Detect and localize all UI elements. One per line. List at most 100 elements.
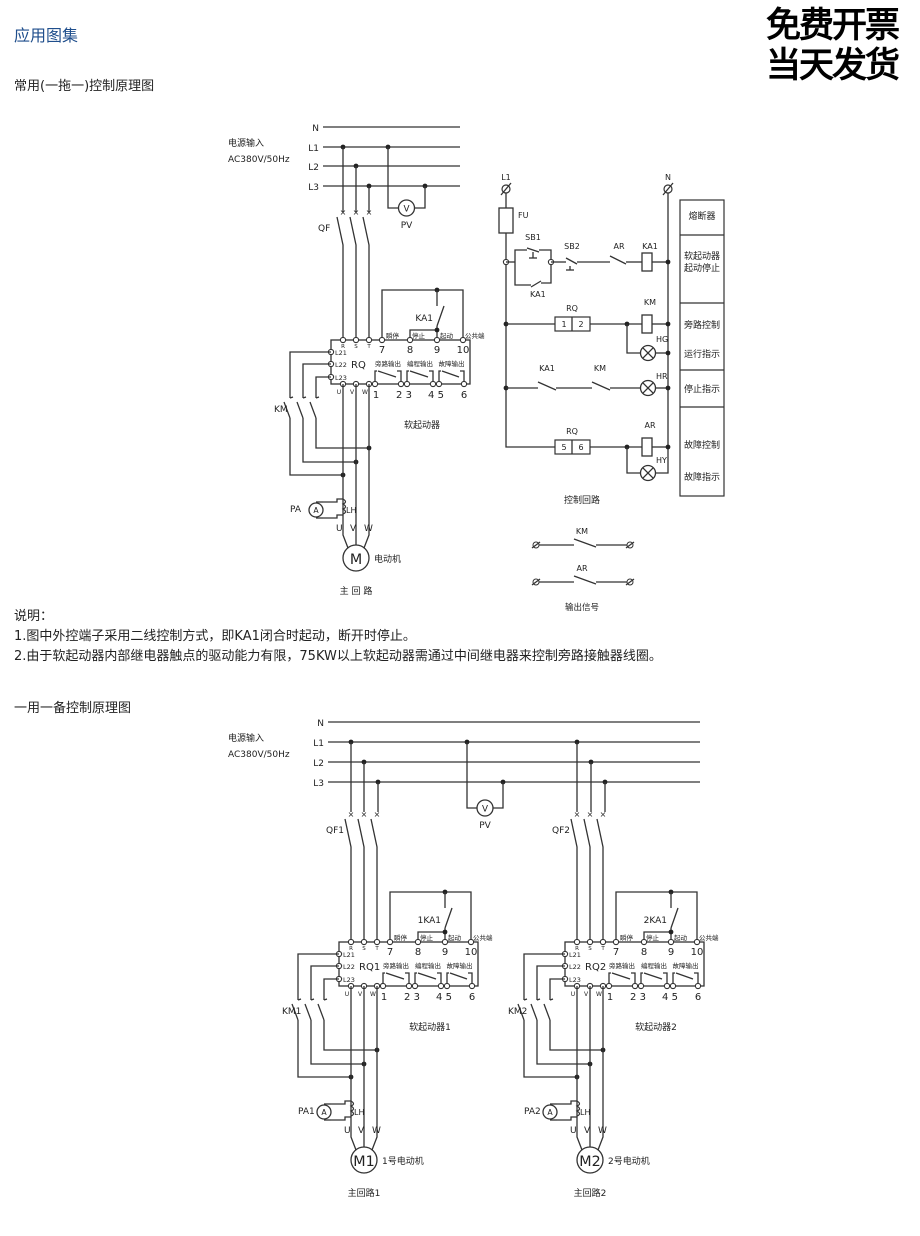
function-label: 停止	[420, 933, 434, 942]
current-transformer-icon	[341, 498, 347, 515]
junction-dot	[665, 321, 671, 327]
terminal-slash	[531, 541, 541, 549]
output-label: 故障输出	[673, 961, 699, 970]
ka1-contact-label: KA1	[530, 290, 546, 299]
wire	[310, 965, 339, 1000]
terminal-label: T	[374, 946, 379, 952]
voltmeter-icon	[397, 199, 416, 217]
terminal	[347, 938, 355, 946]
km-coil-label: KM	[644, 298, 656, 307]
lh-label: LH	[580, 1108, 590, 1117]
voltmeter-icon-label: V	[403, 205, 409, 215]
km-contact-hook	[289, 396, 294, 399]
terminal	[373, 938, 381, 946]
ammeter-icon	[316, 1104, 332, 1120]
output-label: 旁路输出	[375, 359, 401, 368]
km-contact	[543, 1003, 551, 1021]
terminal	[437, 982, 445, 990]
terminal	[352, 336, 360, 344]
ka1-label: KA1	[539, 364, 555, 373]
wire	[289, 351, 331, 398]
rq-label: RQ	[566, 304, 578, 313]
breaker-pole	[344, 818, 352, 942]
pa-label: PA2	[524, 1107, 541, 1117]
terminal	[573, 938, 581, 946]
terminal	[663, 982, 671, 990]
terminal	[429, 380, 437, 388]
motor-icon-label: M2	[579, 1154, 600, 1170]
promo-line-2: 当天发货	[765, 46, 900, 86]
rq-terminal: 6	[578, 443, 583, 452]
km-contact-hook	[315, 396, 320, 399]
wire	[389, 891, 472, 942]
lamp-cross	[642, 382, 654, 394]
terminal-label: T	[366, 344, 371, 350]
function-label: 起动	[674, 934, 688, 942]
motor-icon	[576, 1146, 604, 1174]
junction-dot	[665, 350, 671, 356]
bus-label: L1	[313, 739, 324, 749]
terminal	[414, 938, 422, 946]
motor-terminal-label: U	[344, 1126, 351, 1136]
output-contact	[429, 370, 434, 381]
motor-terminal-label: V	[584, 1126, 591, 1136]
wire	[302, 418, 356, 463]
breaker-label: QF2	[552, 826, 570, 836]
wire	[331, 1100, 351, 1105]
output-contact	[397, 370, 402, 381]
km-contact	[304, 1003, 312, 1021]
output-contact	[640, 972, 643, 983]
wire	[576, 986, 583, 1151]
motor-terminal-label: W	[598, 1126, 607, 1136]
terminal-label: L21	[343, 951, 355, 959]
bus-label: L2	[313, 759, 324, 769]
motor-label: 电动机	[374, 553, 401, 565]
rq-label: RQ	[566, 427, 578, 436]
voltmeter-label: PV	[479, 821, 491, 831]
contact-blade	[573, 538, 597, 548]
breaker-pole	[357, 818, 365, 942]
wire	[557, 1116, 577, 1121]
terminal-label: R	[341, 344, 345, 350]
voltmeter-label: PV	[401, 221, 413, 231]
terminal-label: W	[370, 991, 376, 998]
motor-terminal-label: U	[570, 1126, 577, 1136]
n-label: N	[665, 173, 671, 182]
terminal	[460, 380, 468, 388]
motor-icon	[342, 544, 370, 572]
terminal-number: 10	[691, 947, 704, 958]
terminal	[405, 982, 413, 990]
terminal	[379, 982, 387, 990]
motor-icon-label: M	[350, 552, 362, 568]
function-label: 停止	[412, 331, 426, 340]
terminal-number: 6	[461, 390, 467, 401]
km-contact	[283, 401, 291, 419]
wire	[350, 986, 357, 1151]
output-contact	[417, 972, 437, 980]
l1-label: L1	[501, 173, 511, 182]
wire	[315, 376, 331, 398]
terminal	[386, 938, 394, 946]
output-contact	[446, 972, 449, 983]
rq-terminal: 1	[561, 320, 566, 329]
power-input-label: 电源输入	[228, 137, 264, 149]
lh-label: LH	[346, 506, 356, 515]
motor-label: 2号电动机	[608, 1155, 650, 1167]
table-cell: 熔断器	[688, 210, 715, 222]
output-contact	[441, 370, 460, 378]
table-cell: 软起动器	[684, 250, 720, 262]
bus-label: L2	[308, 163, 319, 173]
wire	[363, 384, 370, 549]
output-signal-label: 输出信号	[565, 602, 599, 613]
wire	[523, 1020, 577, 1078]
terminal-label: R	[575, 946, 579, 952]
km-label: KM	[274, 405, 288, 415]
km-contact-hook	[536, 998, 541, 1001]
terminal-number: 10	[465, 947, 478, 958]
motor-label: 1号电动机	[382, 1155, 424, 1167]
breaker-cross-icon: ×	[353, 208, 360, 217]
wire	[297, 953, 339, 1000]
